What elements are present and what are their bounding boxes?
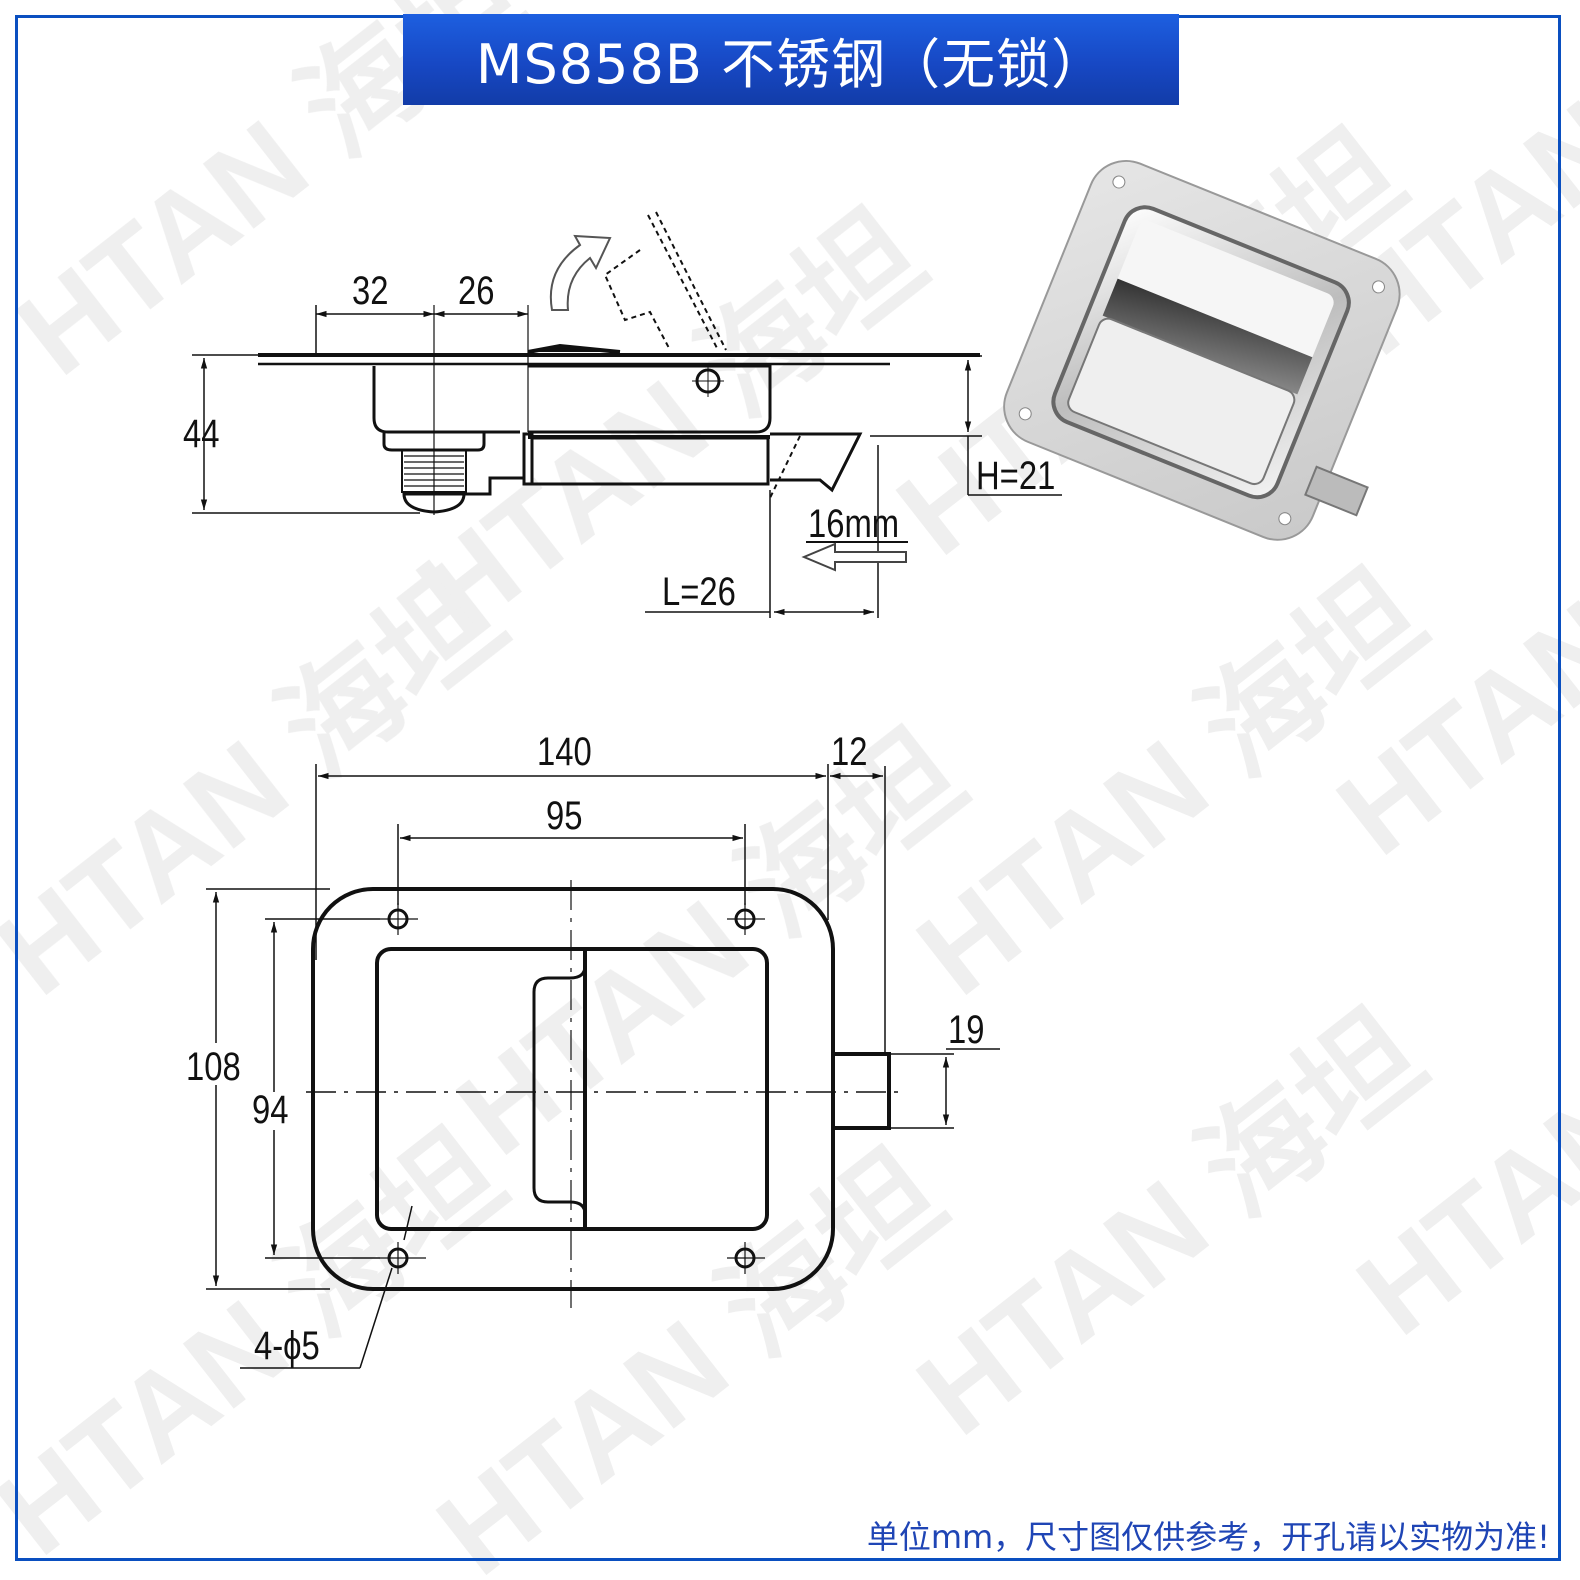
title-banner: MS858B 不锈钢（无锁） [403,14,1179,105]
dim-140: 140 [537,730,592,774]
dim-l26: L=26 [662,570,736,614]
rotate-arrow-icon [549,234,612,311]
dim-94: 94 [252,1088,289,1132]
product-photo [1003,159,1401,541]
side-view [258,211,980,515]
dim-95: 95 [546,794,583,838]
dim-4-phi5: 4-ϕ5 [254,1324,320,1368]
page-title: MS858B 不锈钢（无锁） [475,33,1107,96]
dim-44: 44 [183,412,220,456]
footer-note: 单位mm，尺寸图仅供参考，开孔请以实物为准! [866,1518,1550,1556]
push-arrow-icon [801,542,907,572]
dim-12: 12 [831,730,868,774]
dim-h21: H=21 [976,454,1056,498]
dim-26: 26 [458,269,495,313]
front-view [306,880,900,1308]
dim-19: 19 [948,1008,985,1052]
dim-16mm: 16mm [808,502,900,546]
dim-32: 32 [352,269,389,313]
dim-108: 108 [186,1045,241,1089]
